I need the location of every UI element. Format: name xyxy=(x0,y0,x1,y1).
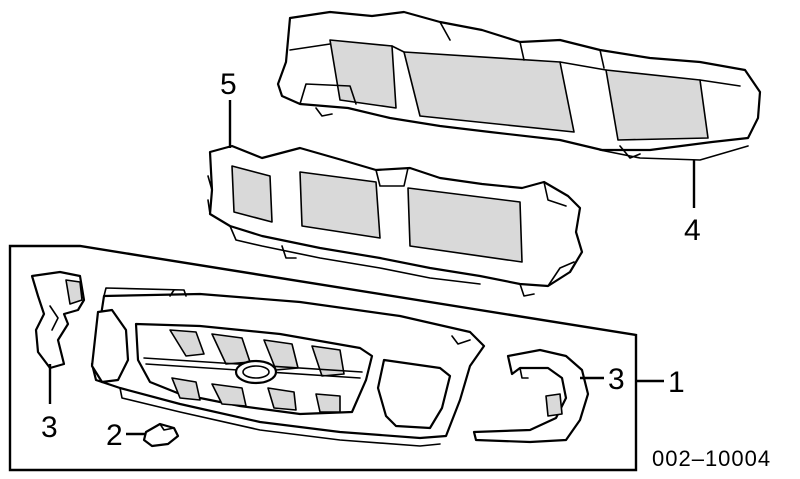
callout-2: 2 xyxy=(106,419,123,452)
part-3-left-trim xyxy=(30,270,86,370)
part-4-radiator-support xyxy=(276,10,762,161)
callout-1: 1 xyxy=(668,366,685,399)
part-1-grille xyxy=(90,287,486,447)
callout-3-left: 3 xyxy=(41,411,58,444)
part-3-right-trim xyxy=(472,348,590,444)
emblem-oval xyxy=(234,359,278,385)
part-5-air-deflector xyxy=(207,144,584,297)
assembly-1-frame xyxy=(8,244,638,472)
callout-3-right: 3 xyxy=(608,363,625,396)
callout-4: 4 xyxy=(684,214,701,247)
part-2-emblem xyxy=(142,422,180,448)
callout-5: 5 xyxy=(220,68,237,101)
leader-lines xyxy=(48,100,696,436)
catalog-number: 002–10004 xyxy=(652,446,771,471)
